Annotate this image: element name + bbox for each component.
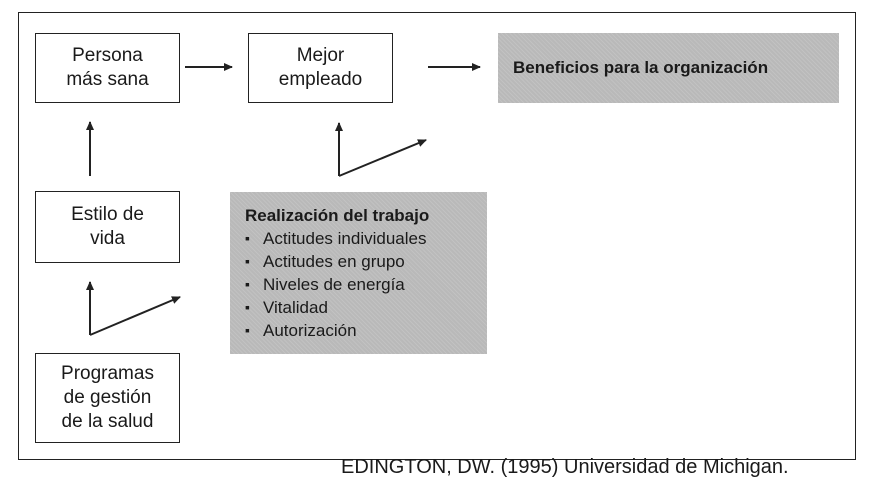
box-estilo-de-vida: Estilo de vida xyxy=(35,191,180,263)
box-beneficios-label: Beneficios para la organización xyxy=(513,58,769,77)
box-mejor-line-1: Mejor xyxy=(296,45,345,66)
diagram-frame xyxy=(18,12,856,460)
box-programas-line-2: de gestión xyxy=(63,387,152,408)
bullet-icon: ▪ xyxy=(245,299,250,315)
list-item: ▪ Vitalidad xyxy=(245,296,487,319)
list-item: ▪ Niveles de energía xyxy=(245,273,487,296)
list-item-text: Actitudes individuales xyxy=(263,229,427,248)
list-item: ▪ Actitudes individuales xyxy=(245,227,487,250)
list-item: ▪ Autorización xyxy=(245,319,487,342)
box-estilo-line-2: vida xyxy=(90,228,125,249)
list-item-text: Vitalidad xyxy=(263,298,328,317)
list-item-text: Niveles de energía xyxy=(263,275,405,294)
box-mejor-line-2: empleado xyxy=(278,69,363,90)
box-persona-mas-sana: Persona más sana xyxy=(35,33,180,103)
arrow-realizacion-diagonal xyxy=(338,139,427,177)
box-beneficios-organizacion: Beneficios para la organización xyxy=(498,33,839,103)
list-item-text: Actitudes en grupo xyxy=(263,252,405,271)
box-persona-line-1: Persona xyxy=(72,45,143,66)
realizacion-list: ▪ Actitudes individuales ▪ Actitudes en … xyxy=(245,227,487,342)
bullet-icon: ▪ xyxy=(245,253,250,269)
box-programas-line-3: de la salud xyxy=(61,411,154,432)
bullet-icon: ▪ xyxy=(245,322,250,338)
box-programas-line-1: Programas xyxy=(61,363,154,384)
box-realizacion-trabajo: Realización del trabajo ▪ Actitudes indi… xyxy=(230,192,487,354)
bullet-icon: ▪ xyxy=(245,276,250,292)
source-citation: EDINGTON, DW. (1995) Universidad de Mich… xyxy=(341,456,789,478)
box-programas-gestion-salud: Programas de gestión de la salud xyxy=(35,353,180,443)
list-item: ▪ Actitudes en grupo xyxy=(245,250,487,273)
box-estilo-line-1: Estilo de xyxy=(71,204,144,225)
realizacion-title: Realización del trabajo xyxy=(245,206,430,225)
list-item-text: Autorización xyxy=(263,321,357,340)
box-persona-line-2: más sana xyxy=(66,69,149,90)
arrow-programas-diagonal xyxy=(89,296,181,336)
box-mejor-empleado: Mejor empleado xyxy=(248,33,393,103)
bullet-icon: ▪ xyxy=(245,230,250,246)
